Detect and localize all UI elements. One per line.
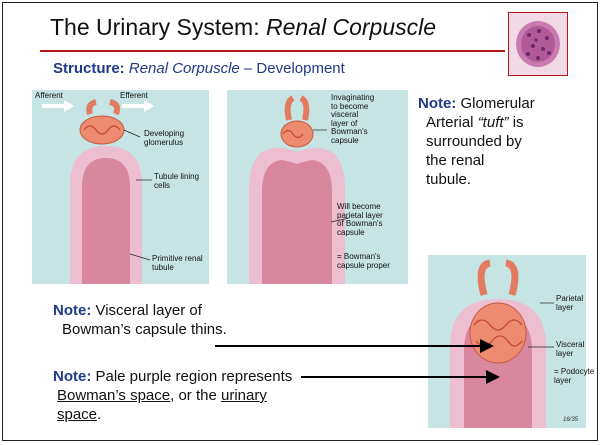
page-number: 16/35 [563, 417, 578, 423]
